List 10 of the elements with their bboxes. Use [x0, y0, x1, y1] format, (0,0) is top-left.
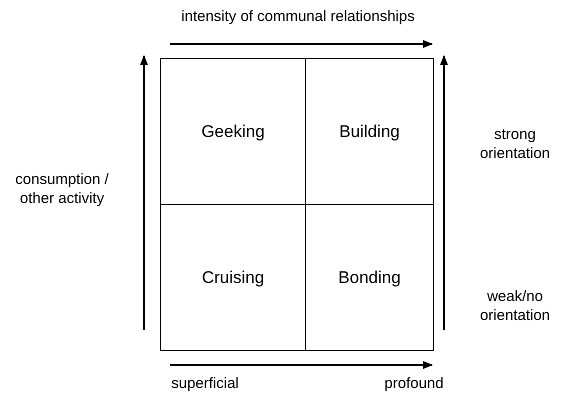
axis-label: profound	[383, 374, 445, 393]
axis-label: superficial	[170, 374, 240, 393]
axis-label: consumption / other activity	[14, 170, 110, 208]
quadrant-cell: Geeking	[160, 58, 306, 205]
axis-label: intensity of communal relationships	[180, 7, 416, 26]
quadrant-cell: Cruising	[160, 204, 306, 351]
axis-label: weak/no orientation	[478, 287, 552, 325]
quadrant-cell: Building	[305, 58, 434, 205]
axis-label: strong orientation	[478, 125, 552, 163]
quadrant-cell: Bonding	[305, 204, 434, 351]
